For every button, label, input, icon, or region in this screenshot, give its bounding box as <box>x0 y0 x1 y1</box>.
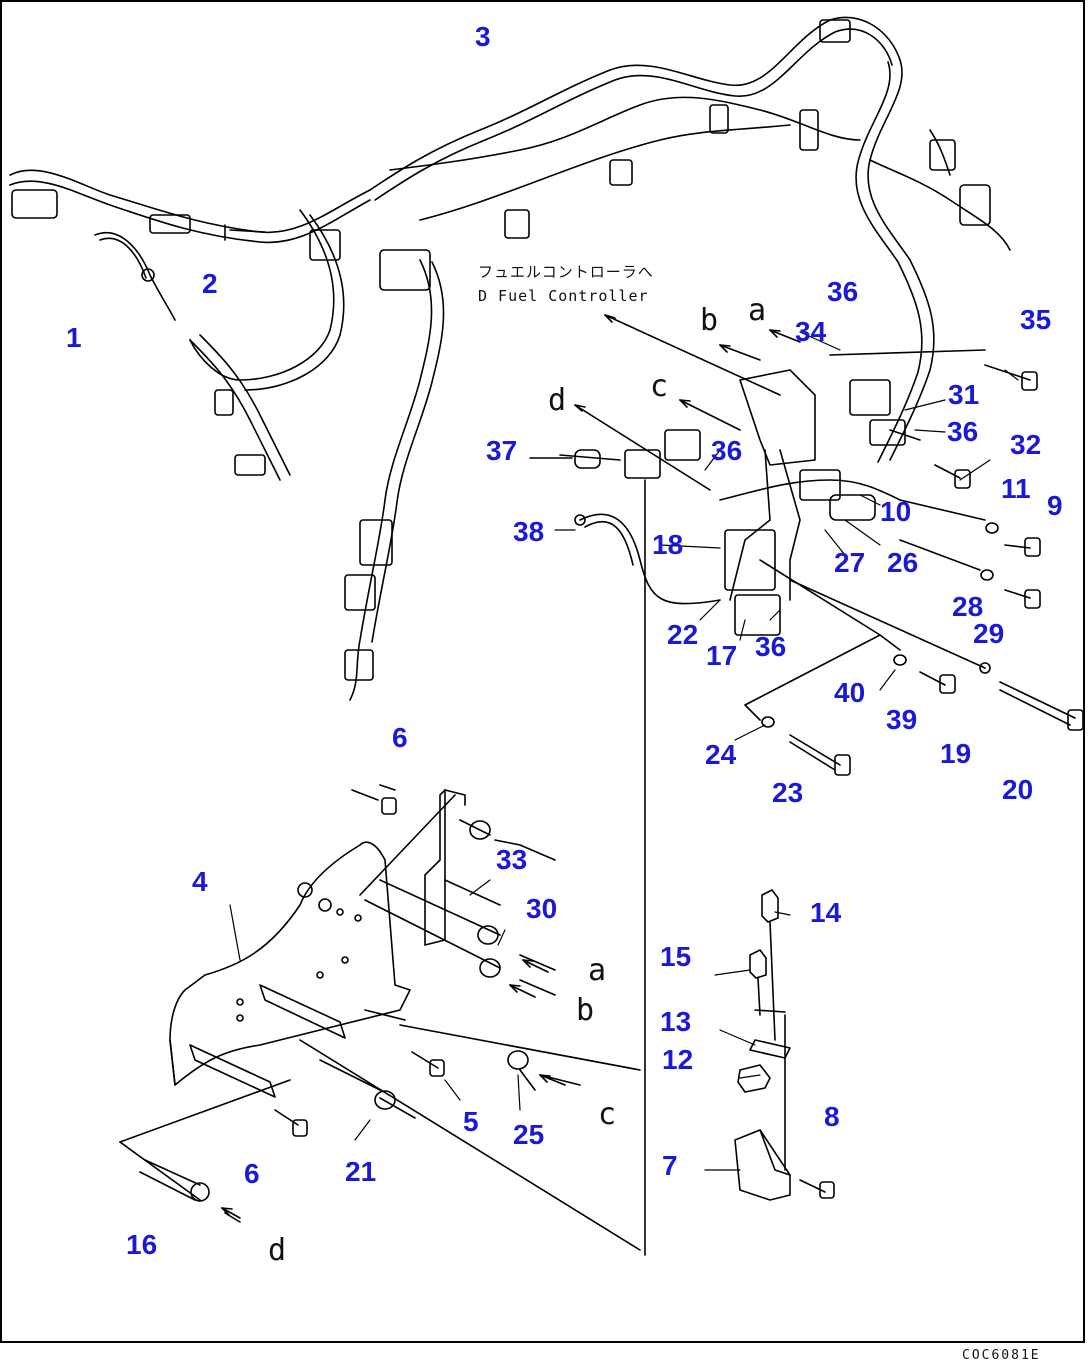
right-fasteners <box>744 349 1084 776</box>
drawing-number: COC6081E <box>962 1348 1041 1363</box>
reference-letter: c <box>650 369 669 404</box>
wiring-harness <box>9 16 1011 701</box>
reference-letter: d <box>268 1233 287 1268</box>
callout-label: 25 <box>513 1119 545 1150</box>
callout-label: 19 <box>940 738 972 769</box>
callout-label: 17 <box>706 640 738 671</box>
reference-letter: b <box>700 303 719 338</box>
callout-label: 36 <box>827 276 859 307</box>
callout-label: 27 <box>834 547 866 578</box>
reference-letter: a <box>748 293 767 328</box>
callout-label: 22 <box>667 619 699 650</box>
callout-label: 7 <box>662 1150 678 1181</box>
fuel-controller-note-en: D Fuel Controller <box>478 287 649 305</box>
center-connector-cluster <box>529 369 906 1256</box>
callout-label: 6 <box>244 1158 260 1189</box>
callout-label: 32 <box>1010 429 1042 460</box>
callout-label: 10 <box>880 496 912 527</box>
callout-label: 13 <box>660 1006 692 1037</box>
callout-label: 16 <box>126 1229 158 1260</box>
callout-label: 9 <box>1047 490 1063 521</box>
drawing-frame <box>0 0 1085 1343</box>
callout-label: 33 <box>496 844 528 875</box>
callout-label: 6 <box>392 722 408 753</box>
callout-label: 36 <box>755 631 787 662</box>
callout-label: 23 <box>772 777 804 808</box>
callout-label: 35 <box>1020 304 1052 335</box>
callout-label: 20 <box>1002 774 1034 805</box>
reference-letter: b <box>576 993 595 1028</box>
callout-label: 15 <box>660 941 692 972</box>
reference-letter: a <box>588 953 607 988</box>
callout-label: 38 <box>513 516 545 547</box>
callout-label: 37 <box>486 435 518 466</box>
reference-letter: d <box>548 383 567 418</box>
callout-label: 36 <box>711 435 743 466</box>
lower-right-bracket <box>734 889 835 1201</box>
callout-label: 34 <box>795 316 827 347</box>
reference-letter: c <box>598 1097 617 1132</box>
callout-label: 3 <box>475 21 491 52</box>
callout-label: 14 <box>810 897 842 928</box>
callout-label: 4 <box>192 866 208 897</box>
callout-label: 29 <box>973 618 1005 649</box>
callout-label: 39 <box>886 704 918 735</box>
callout-label: 18 <box>652 529 684 560</box>
callout-label: 5 <box>463 1106 479 1137</box>
callout-label: 26 <box>887 547 919 578</box>
callout-label: 12 <box>662 1044 694 1075</box>
callout-label: 2 <box>202 268 218 299</box>
fuel-controller-note-jp: フュエルコントローラへ <box>478 263 654 281</box>
callout-label: 40 <box>834 677 866 708</box>
callout-label: 11 <box>1001 473 1031 504</box>
callout-label: 36 <box>947 416 979 447</box>
callout-label: 31 <box>948 379 980 410</box>
lower-bracket-assembly <box>119 784 641 1251</box>
callout-label: 1 <box>66 322 82 353</box>
reference-arrows <box>221 314 801 1219</box>
cable-1-and-clip-2 <box>94 232 176 321</box>
callout-label: 30 <box>526 893 558 924</box>
callout-label: 28 <box>952 591 984 622</box>
callout-label: 21 <box>345 1156 377 1187</box>
callout-label: 24 <box>705 739 737 770</box>
callout-label: 8 <box>824 1101 840 1132</box>
callout-leaders <box>229 331 1019 1171</box>
